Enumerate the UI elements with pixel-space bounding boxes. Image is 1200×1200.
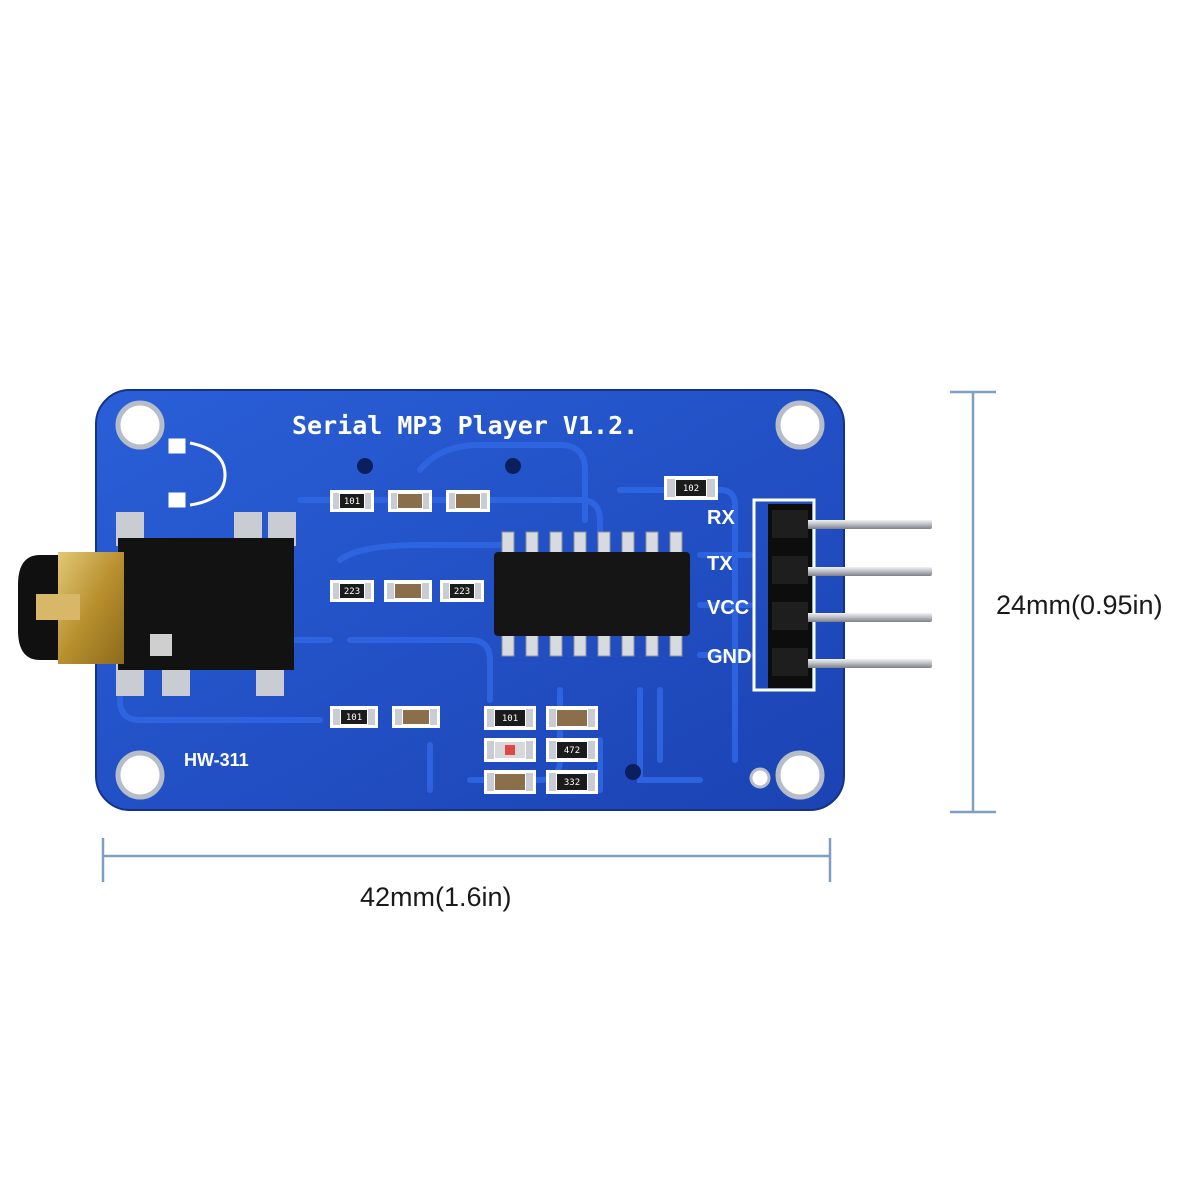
mounting-hole bbox=[115, 400, 165, 450]
smd-resistor: 101 bbox=[330, 706, 378, 728]
smd-resistor bbox=[388, 490, 432, 512]
smd-capacitor bbox=[392, 706, 440, 728]
smd-capacitor bbox=[384, 580, 432, 602]
model-label: HW-311 bbox=[184, 750, 249, 770]
mounting-hole bbox=[115, 750, 165, 800]
headphone-icon bbox=[168, 438, 227, 508]
smd-resistors: 101 223 bbox=[330, 476, 718, 794]
via-hole bbox=[505, 458, 521, 474]
pcb-board: Serial MP3 Player V1.2. HW-311 101 bbox=[18, 389, 932, 811]
resistor-code: 223 bbox=[454, 587, 470, 597]
pin-label-tx: TX bbox=[707, 553, 733, 575]
via-hole bbox=[357, 458, 373, 474]
smd-resistor: 223 bbox=[440, 580, 484, 602]
resistor-code: 102 bbox=[683, 484, 699, 494]
ic-chip bbox=[494, 531, 690, 657]
resistor-code: 223 bbox=[344, 587, 360, 597]
width-dimension-label: 42mm(1.6in) bbox=[360, 882, 512, 912]
pin-label-gnd: GND bbox=[707, 646, 751, 668]
resistor-code: 101 bbox=[344, 497, 360, 507]
smd-resistor: 102 bbox=[664, 476, 718, 500]
resistor-code: 101 bbox=[502, 714, 518, 724]
width-dimension bbox=[101, 838, 832, 882]
resistor-code: 101 bbox=[346, 713, 362, 723]
ic-body bbox=[494, 552, 690, 636]
smd-capacitor bbox=[546, 706, 598, 730]
smd-capacitor bbox=[484, 770, 536, 794]
pin-label-vcc: VCC bbox=[707, 597, 749, 619]
smd-resistor: 332 bbox=[546, 770, 598, 794]
smd-resistor bbox=[446, 490, 490, 512]
via-hole bbox=[749, 767, 771, 789]
pin-header bbox=[752, 498, 932, 692]
header-pin bbox=[778, 613, 932, 622]
height-dimension bbox=[950, 390, 996, 814]
via-hole bbox=[625, 764, 641, 780]
header-pin bbox=[778, 659, 932, 668]
smd-led bbox=[484, 738, 536, 762]
header-pin bbox=[778, 520, 932, 529]
board-title: Serial MP3 Player V1.2. bbox=[292, 411, 638, 440]
resistor-code: 472 bbox=[564, 746, 580, 756]
smd-resistor: 101 bbox=[330, 490, 374, 512]
jack-body bbox=[118, 538, 294, 670]
header-outline bbox=[752, 498, 816, 692]
smd-resistor: 223 bbox=[330, 580, 374, 602]
smd-resistor: 472 bbox=[546, 738, 598, 762]
mounting-holes bbox=[115, 400, 825, 800]
pin-labels: RX TX VCC GND bbox=[707, 507, 751, 668]
height-dimension-label: 24mm(0.95in) bbox=[996, 590, 1163, 620]
pin-label-rx: RX bbox=[707, 507, 735, 529]
audio-jack bbox=[18, 512, 296, 696]
mounting-hole bbox=[775, 750, 825, 800]
resistor-code: 332 bbox=[564, 778, 580, 788]
smd-resistor: 101 bbox=[484, 706, 536, 730]
mounting-hole bbox=[775, 400, 825, 450]
header-pin bbox=[778, 567, 932, 576]
ic-pins-top bbox=[501, 531, 683, 555]
